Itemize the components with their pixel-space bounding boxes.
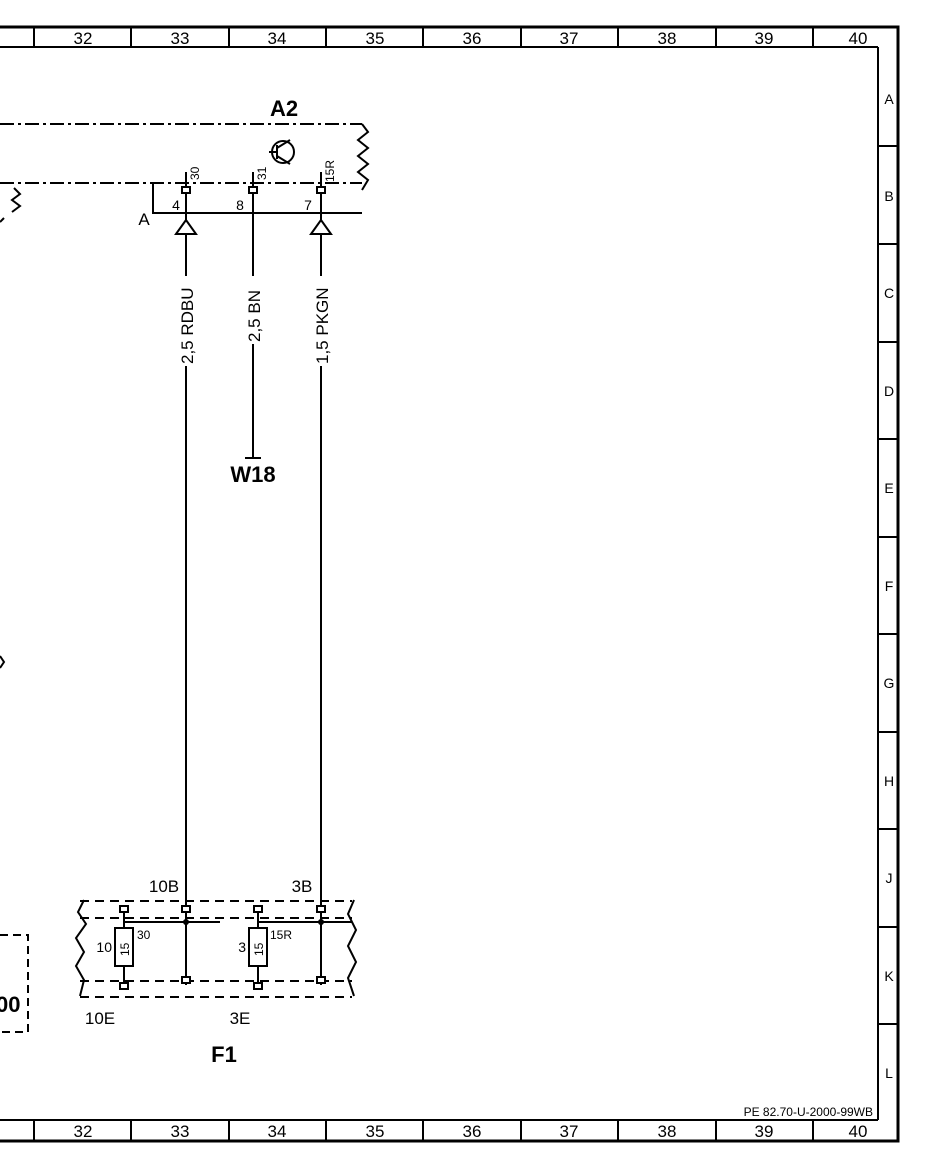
column-label: 33	[171, 1122, 190, 1141]
a2-pin-terminal: 30	[188, 166, 202, 180]
wire-label: 2,5 RDBU	[178, 287, 197, 364]
a2-pin-terminal: 15R	[323, 160, 337, 182]
a2-pins	[174, 172, 333, 235]
column-label: 37	[560, 1122, 579, 1141]
a2-pin-number: 4	[172, 197, 180, 213]
f1-junctions	[183, 919, 324, 925]
row-label: E	[884, 480, 893, 496]
f1-top-connector: 10B	[149, 877, 179, 896]
row-label: A	[884, 91, 894, 107]
column-label: 40	[849, 1122, 868, 1141]
wire-label: 2,5 BN	[245, 290, 264, 342]
f1-top-connector: 3B	[292, 877, 313, 896]
row-label: J	[886, 870, 893, 886]
a2-pin-terminal: 31	[255, 166, 269, 180]
column-label: 32	[74, 29, 93, 48]
a2-pin-number: 8	[236, 197, 244, 213]
row-label: F	[885, 578, 894, 594]
column-labels-top: 32 33 34 35 36 37 38 39 40	[74, 29, 868, 48]
w18-name: W18	[230, 462, 275, 487]
f1-fuse-terminal: 30	[137, 928, 151, 942]
a2-pin-number: 7	[304, 197, 312, 213]
column-labels-bottom: 32 33 34 35 36 37 38 39 40	[74, 1122, 868, 1141]
column-label: 39	[755, 29, 774, 48]
row-label: K	[884, 968, 894, 984]
row-label: H	[884, 773, 894, 789]
row-labels: A B C D E F G H J K L	[884, 91, 895, 1081]
column-label: 36	[463, 29, 482, 48]
a2-name: A2	[270, 96, 298, 121]
row-label: L	[885, 1065, 893, 1081]
drawing-frame	[0, 25, 900, 1143]
wire-label: 1,5 PKGN	[313, 287, 332, 364]
column-label: 38	[658, 29, 677, 48]
row-label: B	[884, 188, 893, 204]
f1-bottom-connector: 3E	[230, 1009, 251, 1028]
f1-fuse-number: 10	[96, 939, 112, 955]
drawing-reference: PE 82.70-U-2000-99WB	[744, 1105, 873, 1119]
column-label: 35	[366, 29, 385, 48]
f1-fuse-number: 3	[238, 939, 246, 955]
column-label: 40	[849, 29, 868, 48]
column-label: 36	[463, 1122, 482, 1141]
column-label: 34	[268, 29, 287, 48]
left-edge-fragments	[0, 217, 29, 1033]
f1-name: F1	[211, 1042, 237, 1067]
a2-connector-label: A	[138, 210, 150, 229]
row-label: D	[884, 383, 894, 399]
column-label: 37	[560, 29, 579, 48]
column-label: 39	[755, 1122, 774, 1141]
column-label: 34	[268, 1122, 287, 1141]
column-label: 35	[366, 1122, 385, 1141]
row-label: G	[884, 675, 895, 691]
left-fragment-label: 00	[0, 992, 20, 1017]
column-label: 32	[74, 1122, 93, 1141]
a2-component	[0, 123, 370, 214]
f1-fuse-box	[74, 899, 358, 998]
f1-fuse-rating: 15	[118, 942, 132, 956]
column-label: 33	[171, 29, 190, 48]
column-label: 38	[658, 1122, 677, 1141]
f1-fuse-rating: 15	[252, 942, 266, 956]
row-label: C	[884, 285, 894, 301]
f1-bottom-connector: 10E	[85, 1009, 115, 1028]
f1-fuse-terminal: 15R	[270, 928, 292, 942]
